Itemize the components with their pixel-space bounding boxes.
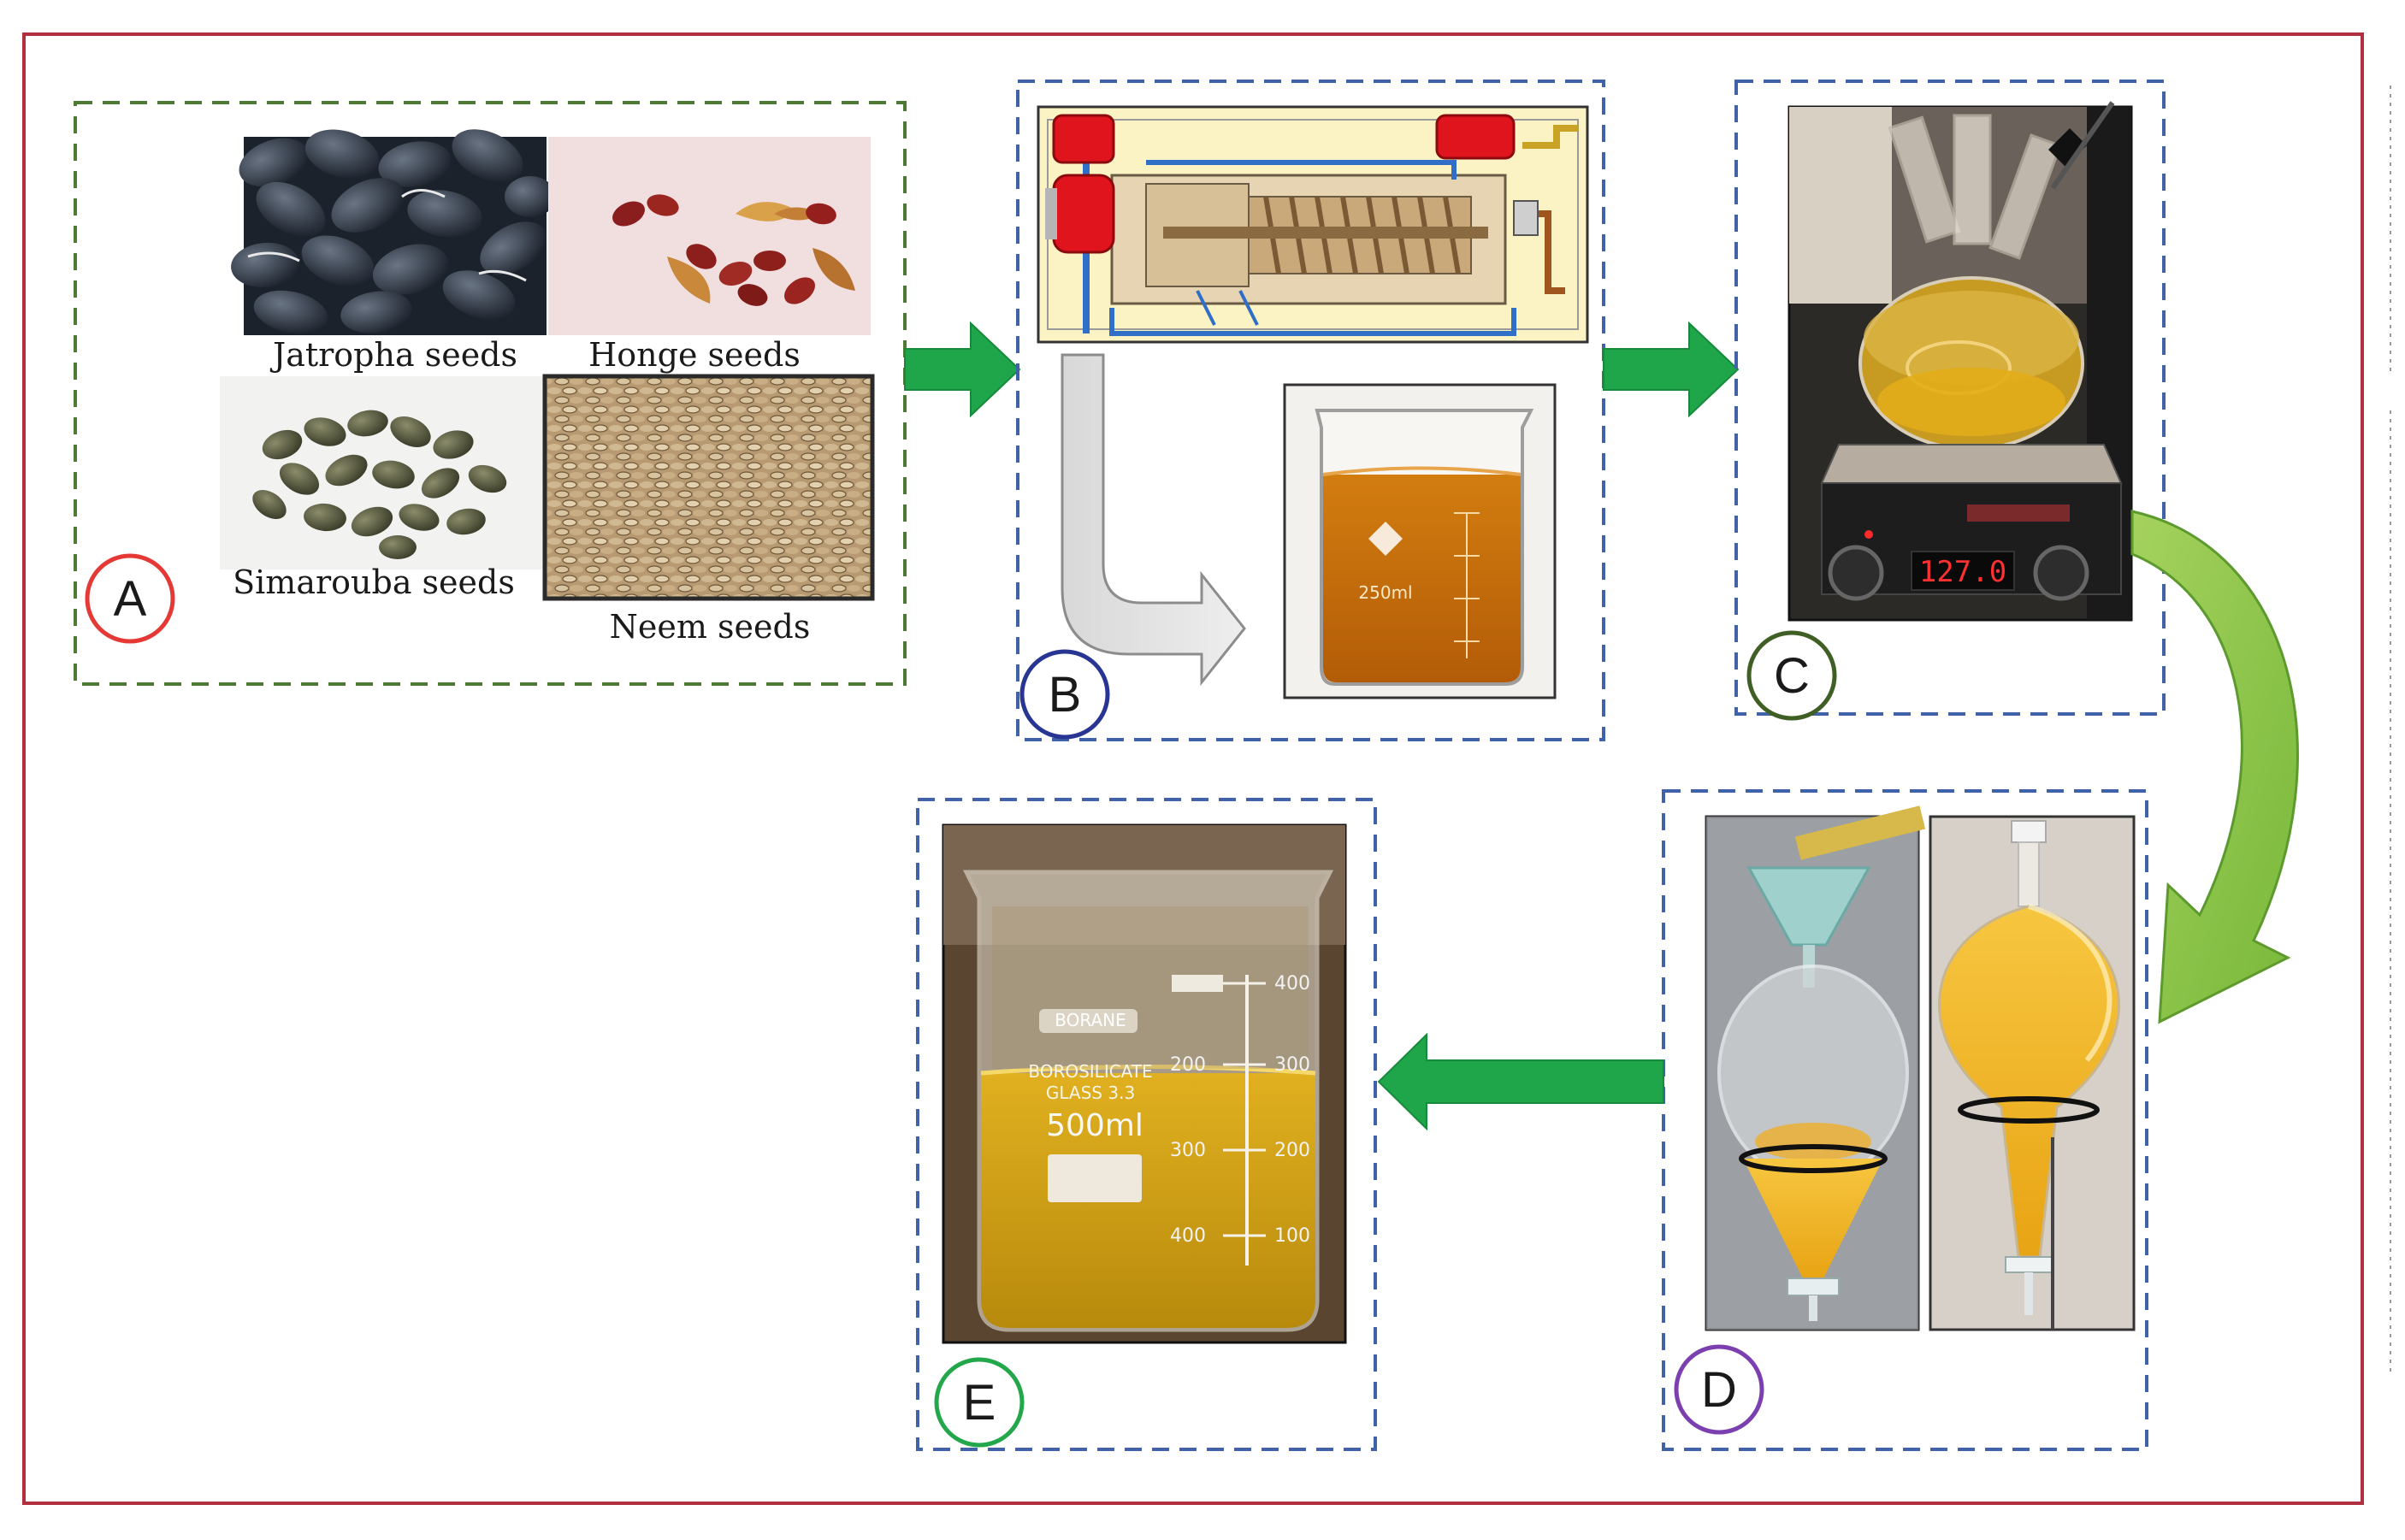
jatropha-seeds-photo — [231, 129, 556, 335]
step-b-letter: B — [1049, 667, 1082, 723]
simarouba-seeds-photo — [220, 376, 545, 569]
neem-seeds-photo — [542, 374, 875, 601]
oil-expeller-illustration — [1037, 105, 1589, 344]
step-d-dashed-border — [1662, 789, 2148, 1451]
scale-left-200: 200 — [1170, 1054, 1206, 1076]
beaker-b-capacity: 250ml — [1358, 582, 1412, 603]
crude-oil-beaker-photo: 250ml — [1283, 383, 1557, 699]
step-a-dashed-border — [74, 101, 907, 686]
curved-arrow-c-to-d — [2130, 510, 2299, 1024]
scale-left-400: 400 — [1170, 1225, 1206, 1247]
neem-label: Neem seeds — [610, 608, 811, 646]
step-c-badge — [1746, 630, 1837, 721]
reactor-hotplate-photo: 127.0 — [1788, 101, 2133, 622]
step-e-letter: E — [963, 1375, 996, 1431]
hotplate-display: 127.0 — [1919, 555, 2006, 589]
step-b-badge — [1019, 649, 1110, 740]
step-e-box: BORANE BOROSILICATE GLASS 3.3 500ml 200 … — [916, 798, 1377, 1451]
step-b-dashed-border — [1016, 80, 1605, 741]
step-a-box: Jatropha seeds Honge seeds — [74, 101, 907, 686]
step-c-box: 127.0 C — [1734, 80, 2166, 721]
honge-seeds-photo — [548, 137, 871, 335]
honge-label: Honge seeds — [588, 336, 801, 374]
step-e-badge — [934, 1357, 1025, 1448]
separating-funnel-photo-1 — [1705, 805, 1926, 1331]
scale-right-400: 400 — [1274, 973, 1310, 994]
arrow-d-to-e — [1377, 1032, 1664, 1131]
separating-funnel-photo-2 — [1929, 815, 2136, 1331]
simarouba-label: Simarouba seeds — [233, 563, 515, 601]
step-a-badge — [85, 553, 175, 644]
step-b-box: 250ml B — [1016, 80, 1605, 741]
scale-left-300: 300 — [1170, 1140, 1206, 1161]
step-c-letter: C — [1774, 648, 1810, 704]
beaker-e-capacity: 500ml — [1046, 1108, 1143, 1143]
arrow-b-to-c — [1603, 321, 1740, 418]
grey-bent-arrow — [1061, 353, 1246, 687]
arrow-a-to-b — [904, 321, 1021, 418]
step-d-letter: D — [1701, 1362, 1737, 1418]
scale-right-200: 200 — [1274, 1140, 1310, 1161]
beaker-e-brand: BORANE — [1055, 1010, 1126, 1030]
beaker-e-spec-2: GLASS 3.3 — [1046, 1083, 1135, 1103]
biodiesel-beaker-photo: BORANE BOROSILICATE GLASS 3.3 500ml 200 … — [942, 823, 1347, 1344]
step-c-dashed-border — [1734, 80, 2166, 716]
step-e-dashed-border — [916, 798, 1377, 1451]
step-d-badge — [1674, 1344, 1764, 1435]
beaker-e-spec-1: BOROSILICATE — [1028, 1061, 1152, 1082]
scale-right-300: 300 — [1274, 1054, 1310, 1076]
jatropha-label: Jatropha seeds — [269, 336, 517, 374]
scale-right-100: 100 — [1274, 1225, 1310, 1247]
step-a-letter: A — [114, 571, 147, 627]
step-d-box: D — [1662, 789, 2148, 1451]
